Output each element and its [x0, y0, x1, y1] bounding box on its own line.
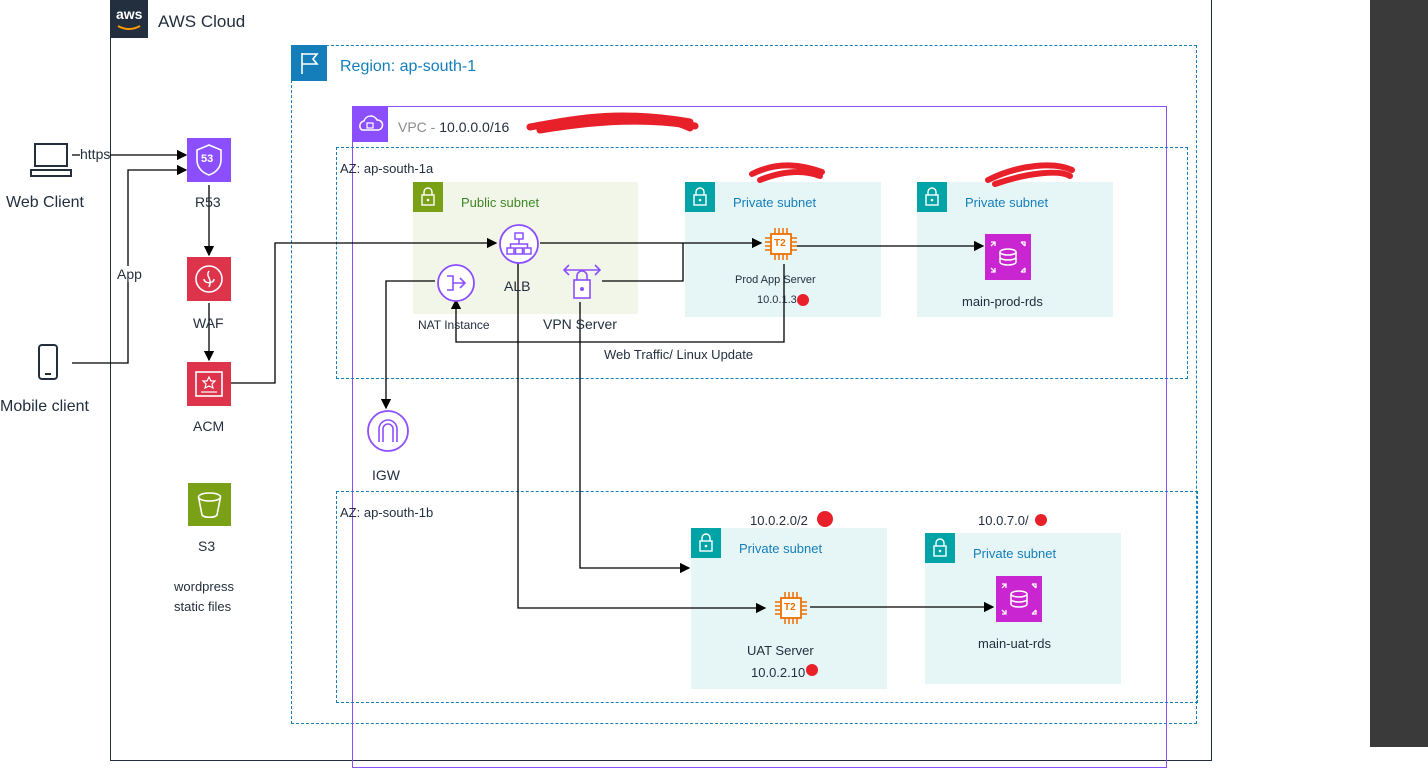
- private-subnet-label: Private subnet: [739, 541, 823, 556]
- nat-label: NAT Instance: [418, 318, 490, 332]
- lock-icon: [925, 533, 955, 563]
- vpc-label: VPC - 10.0.0.0/16: [398, 119, 509, 135]
- waf-label: WAF: [193, 315, 224, 331]
- s3-note-line1: wordpress: [174, 579, 234, 594]
- lock-icon: [685, 182, 715, 212]
- s3-bucket-icon: [188, 483, 231, 526]
- private-subnet-label: Private subnet: [733, 195, 817, 210]
- az-a-frame: [336, 147, 1188, 379]
- route53-badge: 53: [201, 153, 214, 165]
- vpc-cidr: 10.0.0.0/16: [439, 119, 510, 135]
- vpc-label-text: VPC -: [398, 119, 440, 135]
- route53-icon: 53: [187, 138, 231, 182]
- lock-icon: [917, 182, 947, 212]
- uat-rds-label: main-uat-rds: [978, 636, 1051, 651]
- waf-icon: [187, 257, 231, 301]
- nat-instance-icon: [435, 262, 477, 309]
- vpn-server-icon: [561, 260, 603, 307]
- mobile-icon: [36, 343, 60, 386]
- aws-cloud-label: AWS Cloud: [158, 12, 246, 31]
- az-b-frame: [336, 491, 1198, 703]
- laptop-icon: [30, 140, 72, 187]
- alb-label: ALB: [504, 278, 531, 294]
- mobile-client-label: Mobile client: [0, 398, 89, 415]
- chip-label: T2: [774, 238, 786, 249]
- az-a-label: AZ: ap-south-1a: [340, 161, 434, 176]
- s3-note-line2: static files: [174, 599, 232, 614]
- web-client-label: Web Client: [6, 194, 84, 211]
- prod-ip-label: 10.0.1.3: [757, 294, 797, 306]
- ec2-chip-icon: T2: [773, 590, 809, 631]
- r53-label: R53: [195, 194, 221, 210]
- uat-ip-label: 10.0.2.10: [751, 665, 806, 680]
- acm-icon: [187, 362, 231, 406]
- vpc-cloud-icon: [352, 106, 388, 142]
- traffic-label: Web Traffic/ Linux Update: [604, 347, 754, 362]
- subnet-b2-cidr-main: 10.0.7.0/: [978, 513, 1029, 528]
- app-label: App: [117, 266, 142, 282]
- https-label: https: [80, 146, 111, 162]
- uat-server-label: UAT Server: [747, 643, 814, 658]
- acm-label: ACM: [193, 418, 225, 434]
- s3-label: S3: [198, 538, 216, 554]
- prod-rds-label: main-prod-rds: [962, 294, 1043, 309]
- chip-label: T2: [784, 602, 796, 613]
- private-subnet-label: Private subnet: [973, 546, 1057, 561]
- region-label: Region: ap-south-1: [340, 58, 477, 75]
- subnet-b1-cidr: 10.0.2.0/2: [750, 513, 808, 528]
- private-subnet-label: Private subnet: [965, 195, 1049, 210]
- redaction-marks: [526, 112, 1075, 676]
- az-b-label: AZ: ap-south-1b: [340, 505, 434, 520]
- vpn-label: VPN Server: [543, 316, 617, 332]
- ec2-chip-icon: T2: [763, 226, 799, 267]
- rds-icon: [985, 234, 1031, 280]
- igw-icon: [366, 409, 410, 458]
- public-subnet-label: Public subnet: [461, 195, 540, 210]
- region-frame: [291, 45, 1197, 724]
- side-panel: [1370, 0, 1428, 747]
- prod-app-label: Prod App Server: [735, 274, 816, 286]
- lock-icon: [413, 182, 443, 212]
- igw-label: IGW: [372, 467, 400, 483]
- region-flag-icon: [291, 45, 327, 81]
- alb-icon: [497, 222, 541, 271]
- lock-icon: [691, 528, 721, 558]
- aws-logo: aws: [110, 0, 148, 38]
- rds-icon: [996, 576, 1042, 622]
- connector-lines: [72, 149, 995, 614]
